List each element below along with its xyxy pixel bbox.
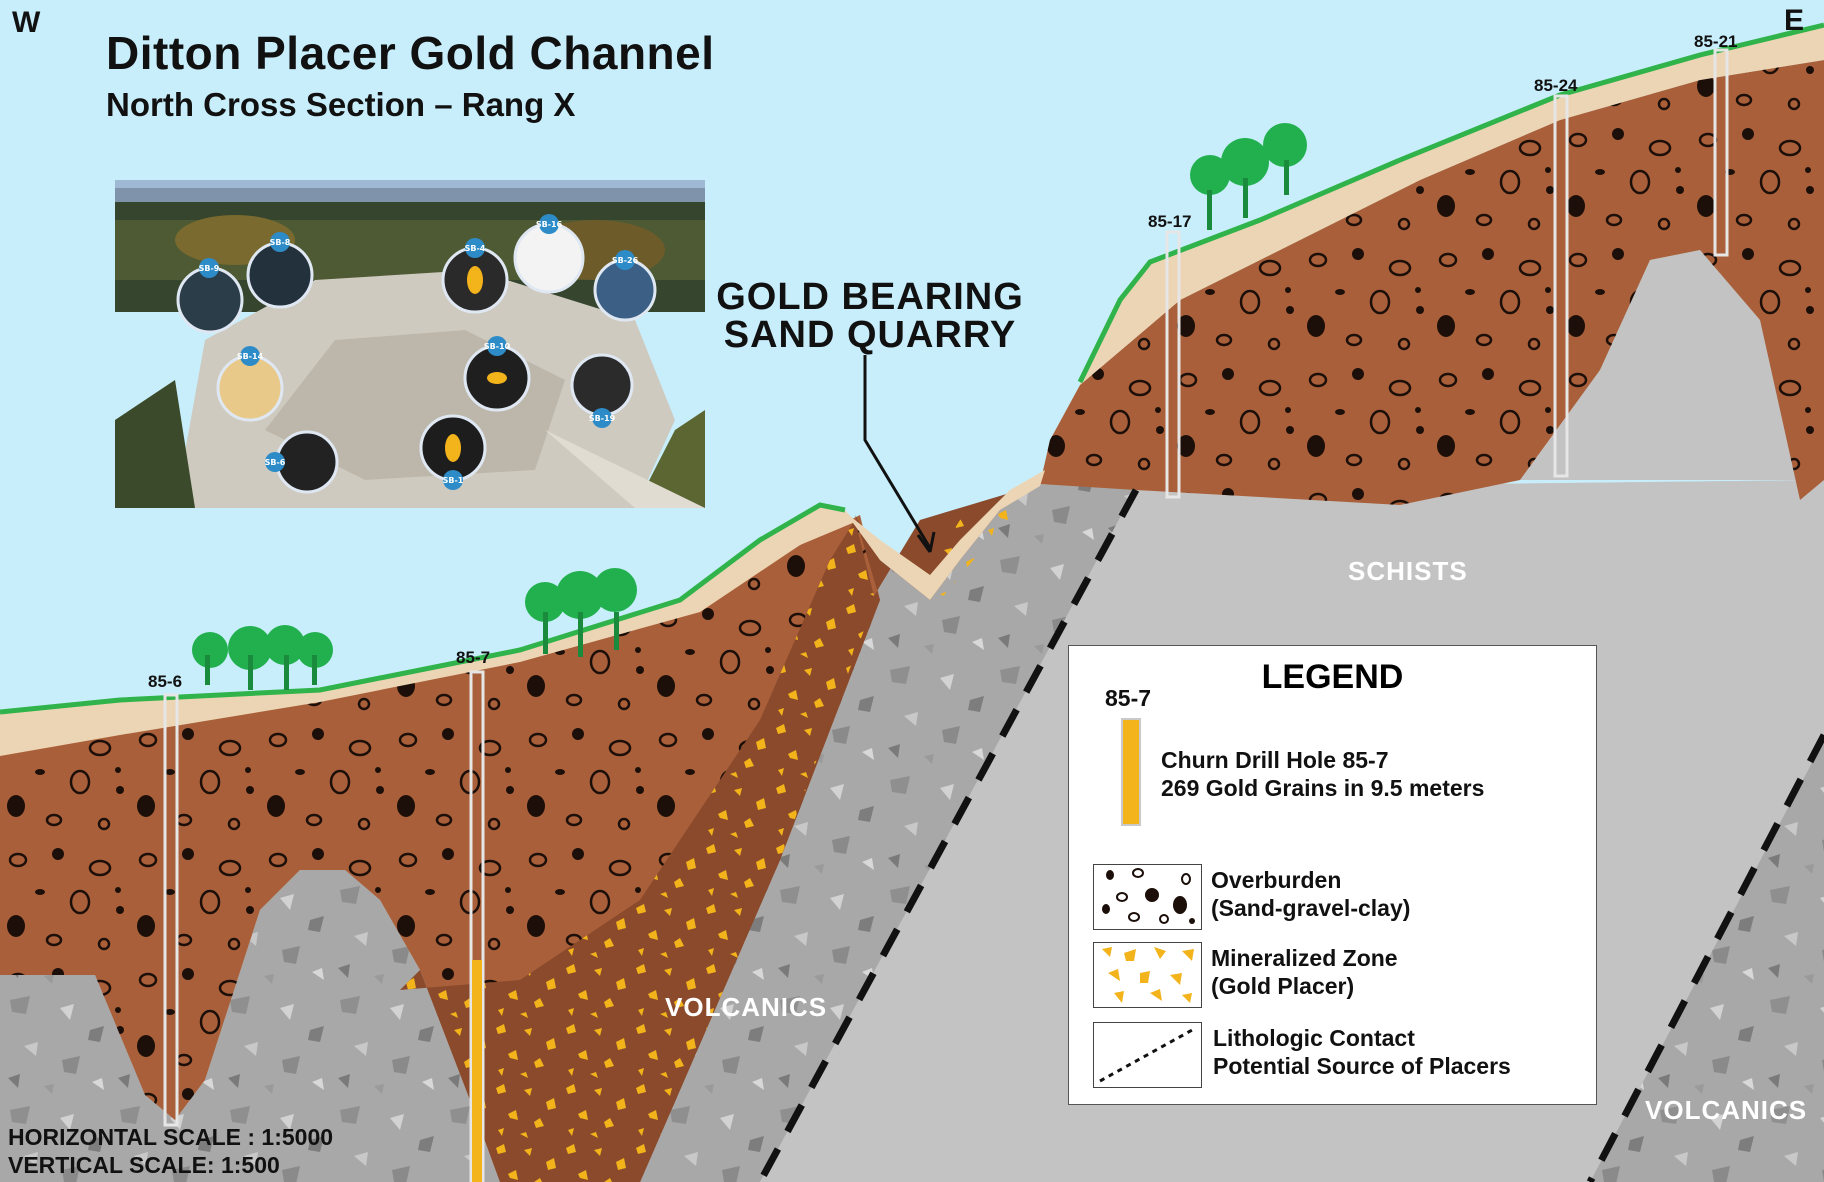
- photo-marker-sb-9: SB-9: [199, 264, 220, 273]
- topsoil-right: [1080, 25, 1824, 385]
- legend-mineralized-line1: Mineralized Zone: [1211, 945, 1398, 971]
- trees-mid: [525, 568, 637, 657]
- drill-hole-label-85-24: 85-24: [1534, 76, 1578, 95]
- drill-hole-label-85-7: 85-7: [456, 648, 491, 667]
- drill-holes: [163, 48, 1729, 1182]
- quarry-callout-arrow: [863, 355, 932, 549]
- drill-hole-85-7: [469, 670, 485, 1182]
- legend-mineralized-swatch: [1093, 942, 1202, 1008]
- photo-marker-sb-26: SB-26: [612, 256, 639, 265]
- quarry-callout-line1: GOLD BEARING: [716, 276, 1024, 318]
- photo-marker-sb-4: SB-4: [465, 244, 486, 253]
- compass-west: W: [12, 6, 41, 39]
- legend-hole-line1: Churn Drill Hole 85-7: [1161, 747, 1389, 773]
- drill-hole-85-21: [1713, 48, 1729, 257]
- drill-hole-label-85-17: 85-17: [1148, 212, 1192, 231]
- legend-contact-swatch: [1093, 1022, 1202, 1088]
- trees-right: [1190, 123, 1307, 230]
- photo-marker-sb-14: SB-14: [237, 352, 264, 361]
- photo-marker-sb-8: SB-8: [270, 238, 291, 247]
- page-subtitle: North Cross Section – Rang X: [106, 86, 576, 123]
- legend-contact-line1: Lithologic Contact: [1213, 1025, 1415, 1051]
- aerial-quarry-photo: SB-9 SB-8 SB-4 SB-16 SB-26 SB-14 SB-10 S…: [115, 180, 705, 508]
- quarry-callout: GOLD BEARING SAND QUARRY: [715, 278, 1025, 354]
- legend-drill-hole-swatch: [1121, 718, 1141, 826]
- vertical-scale: VERTICAL SCALE: 1:500: [8, 1152, 280, 1178]
- drill-hole-label-85-6: 85-6: [148, 672, 183, 691]
- legend-hole-label: 85-7: [1105, 685, 1152, 711]
- drill-hole-85-17: [1165, 230, 1181, 499]
- volcanics-center-label: VOLCANICS: [665, 992, 828, 1022]
- photo-marker-sb-1: SB-1: [443, 476, 464, 485]
- legend-overburden-line2: (Sand-gravel-clay): [1211, 895, 1411, 921]
- legend-hole-line2: 269 Gold Grains in 9.5 meters: [1161, 775, 1485, 801]
- photo-marker-sb-16: SB-16: [536, 220, 563, 229]
- page-title: Ditton Placer Gold Channel: [106, 27, 715, 79]
- compass-east: E: [1784, 4, 1805, 37]
- legend-title: LEGEND: [1261, 658, 1404, 696]
- legend-contact-line2: Potential Source of Placers: [1213, 1053, 1511, 1079]
- horizontal-scale: HORIZONTAL SCALE : 1:5000: [8, 1124, 334, 1150]
- photo-marker-sb-10: SB-10: [484, 342, 511, 351]
- legend-box: LEGEND 85-7 Churn Drill Hole 85-7 269 Go…: [1068, 645, 1597, 1105]
- topsoil-left: [0, 505, 855, 756]
- legend-mineralized-line2: (Gold Placer): [1211, 973, 1355, 999]
- photo-sample-markers: [176, 222, 657, 494]
- drill-hole-85-24: [1553, 94, 1569, 478]
- volcanics-right-label: VOLCANICS: [1645, 1095, 1808, 1125]
- drill-hole-label-85-21: 85-21: [1694, 32, 1738, 51]
- drill-hole-85-6: [163, 693, 179, 1127]
- lithologic-contact-right: [1586, 733, 1824, 1182]
- schists-label: SCHISTS: [1348, 556, 1468, 586]
- trees-left: [192, 625, 333, 690]
- lithologic-contact-center: [756, 488, 1140, 1182]
- photo-marker-sb-6: SB-6: [265, 458, 286, 467]
- ground-surface-right: [1077, 22, 1824, 384]
- legend-overburden-swatch: [1093, 864, 1202, 930]
- photo-marker-sb-19: SB-19: [589, 414, 616, 423]
- ground-surface-left: [0, 502, 846, 715]
- drill-hole-85-7-gold-interval: [472, 960, 482, 1182]
- legend-overburden-line1: Overburden: [1211, 867, 1342, 893]
- quarry-callout-line2: SAND QUARRY: [723, 314, 1017, 356]
